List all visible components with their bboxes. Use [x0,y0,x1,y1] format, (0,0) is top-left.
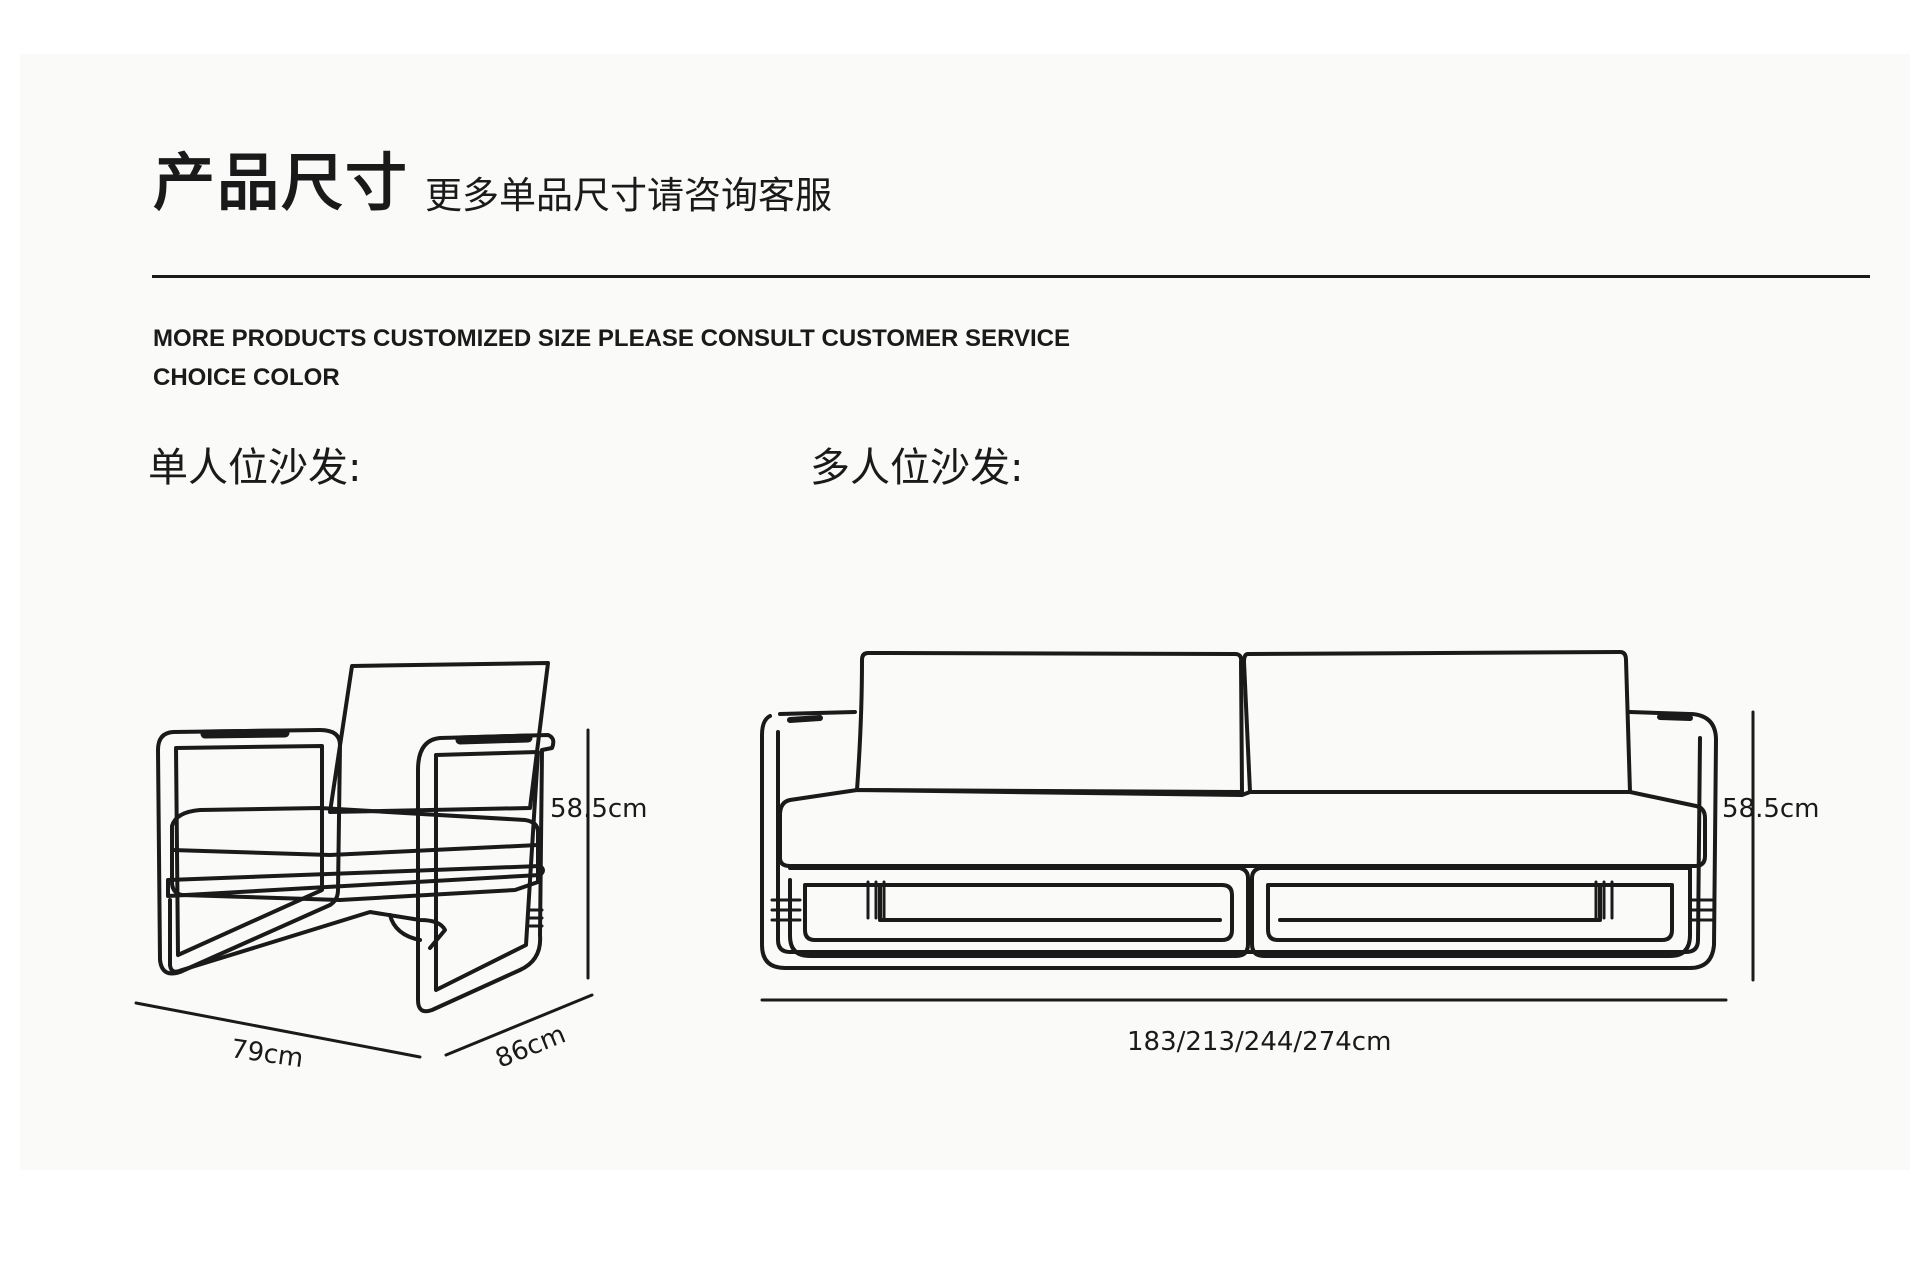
armchair-depth-label: 86cm [491,1019,570,1074]
sofa-dimension-lines [760,710,1755,1002]
customization-note: MORE PRODUCTS CUSTOMIZED SIZE PLEASE CON… [153,325,1070,352]
armchair-dimension-lines [134,728,594,1059]
sofa-length-label: 183/213/244/274cm [1127,1027,1391,1057]
single-sofa-label: 单人位沙发: [148,445,362,491]
page-subtitle: 更多单品尺寸请咨询客服 [425,174,832,217]
armchair-illustration [156,661,556,1014]
sofa-illustration [760,650,1718,970]
armchair-height-label: 58.5cm [550,794,648,824]
page-title: 产品尺寸 [153,146,410,219]
content-panel [20,54,1910,1170]
multi-sofa-label: 多人位沙发: [810,445,1024,491]
color-note: CHOICE COLOR [153,364,340,391]
sofa-height-label: 58.5cm [1722,794,1820,824]
armchair-width-label: 79cm [229,1034,305,1074]
title-divider [152,275,1870,278]
